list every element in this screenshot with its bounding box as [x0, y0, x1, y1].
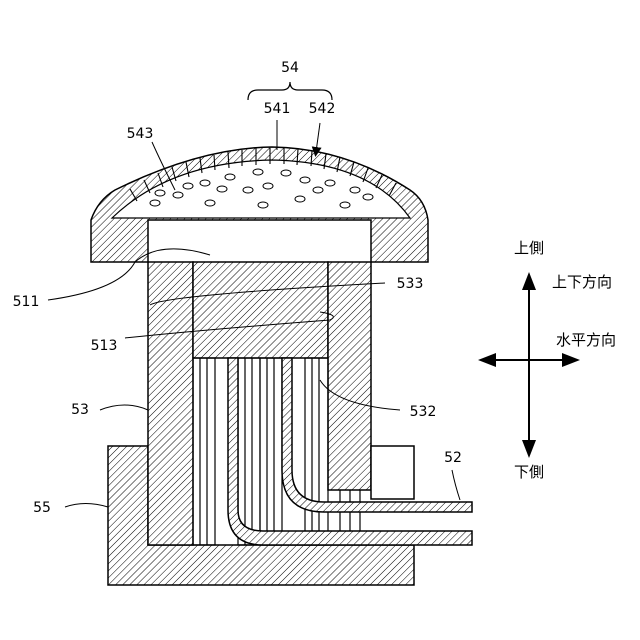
label-53: 53	[71, 402, 89, 418]
label-542: 542	[309, 101, 336, 117]
outer-wall-53	[148, 262, 193, 545]
label-54: 54	[281, 60, 299, 76]
label-52: 52	[444, 450, 462, 466]
label-541: 541	[264, 101, 291, 117]
inner-block-513	[193, 262, 328, 358]
leader-542	[316, 123, 320, 152]
dir-horizontal-label: 水平方向	[556, 331, 616, 349]
label-533: 533	[397, 276, 424, 292]
dir-down-label: 下側	[514, 463, 544, 481]
label-55: 55	[33, 500, 51, 516]
direction-indicator	[478, 272, 580, 458]
dir-vertical-label: 上下方向	[552, 273, 612, 291]
dir-up-label: 上側	[514, 239, 544, 257]
label-532: 532	[410, 404, 437, 420]
leader-52	[452, 470, 460, 500]
lid-54	[91, 147, 428, 262]
label-511: 511	[13, 294, 40, 310]
leader-53	[100, 405, 148, 410]
leader-55	[65, 504, 108, 508]
label-513: 513	[91, 338, 118, 354]
label-543: 543	[127, 126, 154, 142]
connector-box	[371, 446, 414, 499]
brace-54	[248, 82, 332, 100]
right-wall-532	[328, 262, 371, 490]
